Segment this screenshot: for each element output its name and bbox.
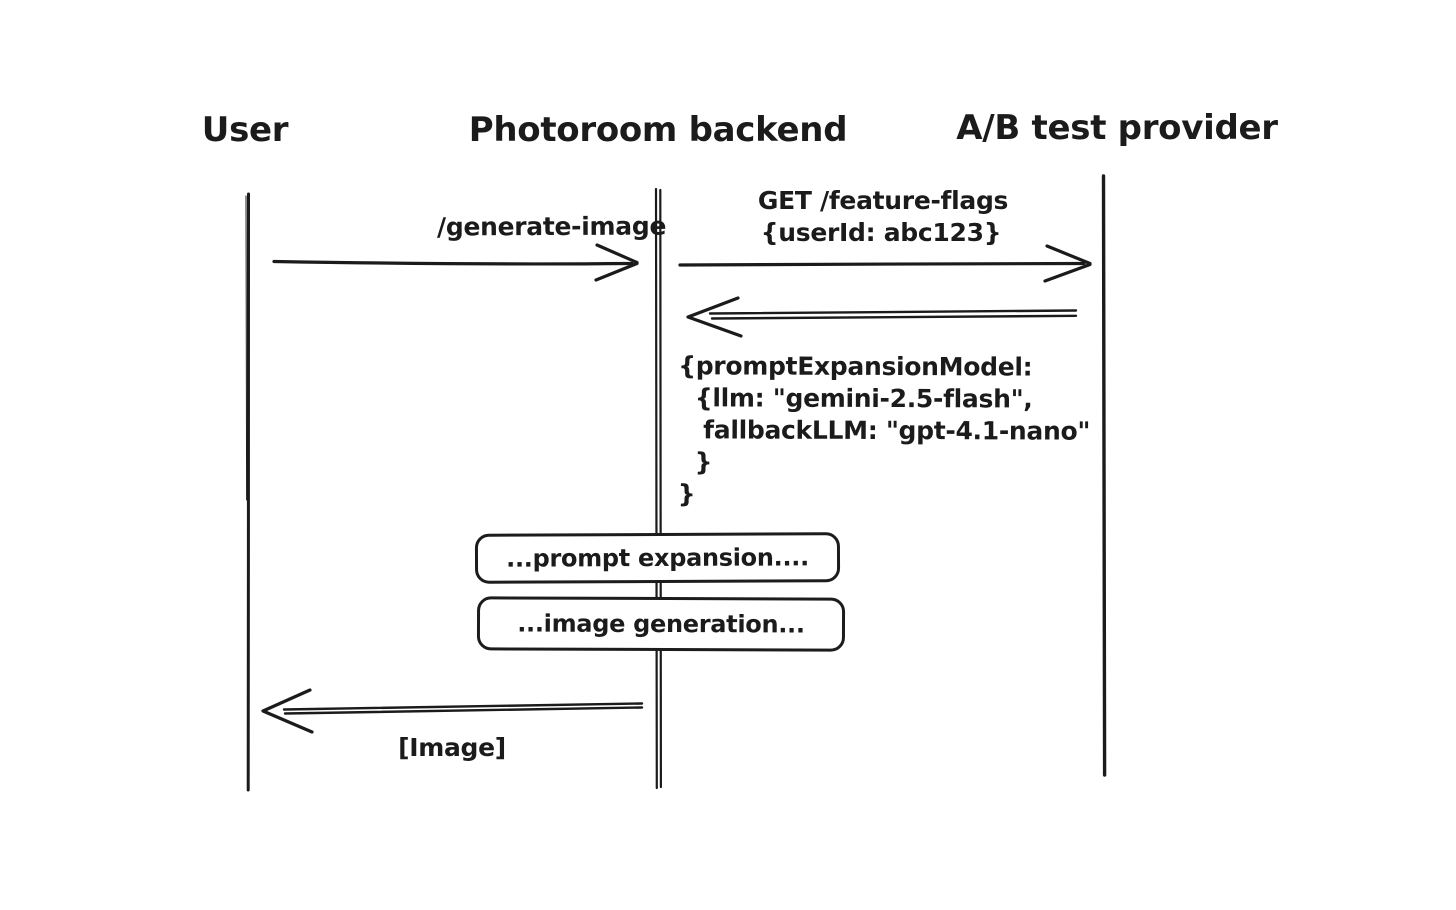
actor-ab-test-provider: A/B test provider <box>956 108 1278 148</box>
generate-image-arrow <box>272 243 639 282</box>
user-lifeline <box>245 192 251 792</box>
feature-flags-request-arrow <box>678 244 1092 283</box>
image-return-arrow <box>261 688 644 734</box>
actor-photoroom-backend: Photoroom backend <box>468 110 848 150</box>
actor-user: User <box>201 110 289 150</box>
provider-lifeline <box>1101 174 1107 777</box>
activity-image-generation-label: ...image generation... <box>517 609 805 639</box>
activity-prompt-expansion-label: ...prompt expansion.... <box>506 543 809 573</box>
generate-image-label: /generate-image <box>436 211 667 242</box>
feature-flags-request-label-line2: {userId: abc123} <box>760 218 1002 247</box>
activity-image-generation: ...image generation... <box>476 596 846 652</box>
backend-lifeline <box>654 187 662 790</box>
feature-flags-request-label-line1: GET /feature-flags <box>757 186 1009 215</box>
activity-prompt-expansion: ...prompt expansion.... <box>474 532 841 584</box>
feature-flags-response-arrow <box>686 296 1078 338</box>
feature-flags-response-json: {promptExpansionModel: {llm: "gemini-2.5… <box>677 351 1091 509</box>
image-return-label: [Image] <box>398 733 506 762</box>
